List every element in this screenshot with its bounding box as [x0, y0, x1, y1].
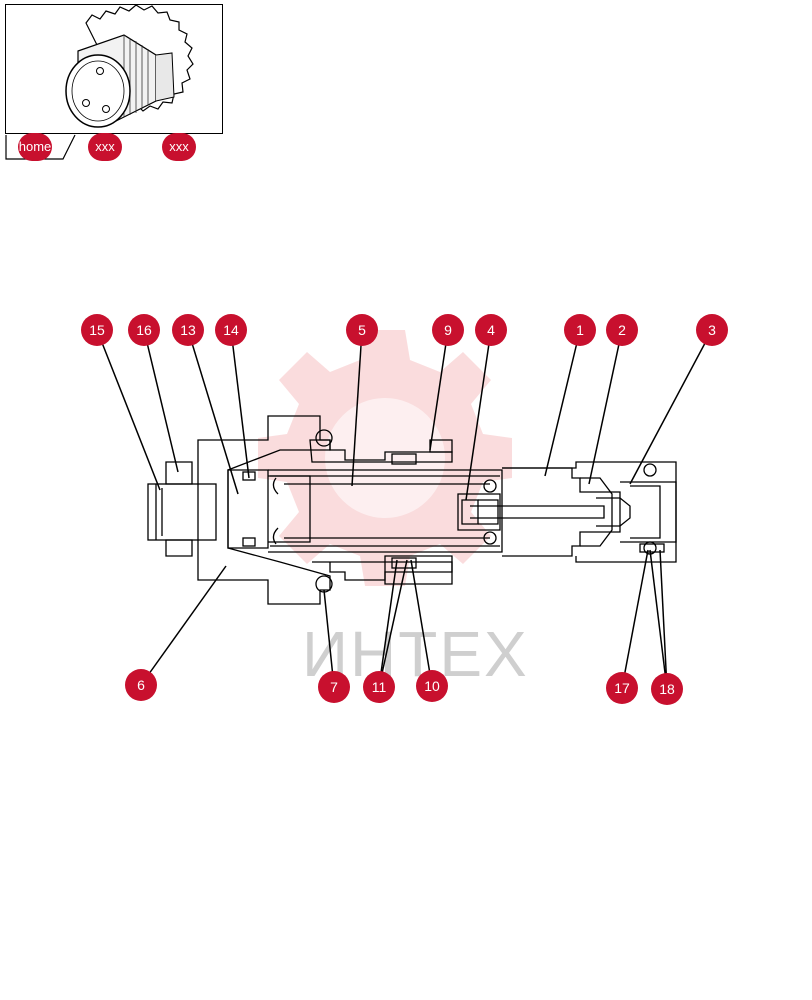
callout-17-label: 17: [614, 680, 630, 696]
callout-13-label: 13: [180, 322, 196, 338]
home-button[interactable]: home: [18, 133, 52, 161]
callout-7[interactable]: 7: [318, 671, 350, 703]
callout-6-label: 6: [137, 677, 145, 693]
callout-18-label: 18: [659, 681, 675, 697]
leader-lines: [96, 329, 713, 690]
callout-2-label: 2: [618, 322, 626, 338]
travel-motor-icon: [65, 5, 194, 128]
callout-1-label: 1: [576, 322, 584, 338]
callout-14[interactable]: 14: [215, 314, 247, 346]
callout-18[interactable]: 18: [651, 673, 683, 705]
callout-11[interactable]: 11: [363, 671, 395, 703]
callout-16-label: 16: [136, 322, 152, 338]
callout-4-label: 4: [487, 322, 495, 338]
assembly-thumbnail[interactable]: [5, 4, 223, 134]
callout-1[interactable]: 1: [564, 314, 596, 346]
callout-10-label: 10: [424, 678, 440, 694]
callout-3-label: 3: [708, 322, 716, 338]
callout-14-label: 14: [223, 322, 239, 338]
callout-7-label: 7: [330, 679, 338, 695]
callout-9-label: 9: [444, 322, 452, 338]
valve-assembly-outline: [147, 415, 677, 605]
callout-17[interactable]: 17: [606, 672, 638, 704]
callout-5[interactable]: 5: [346, 314, 378, 346]
callout-4[interactable]: 4: [475, 314, 507, 346]
callout-2[interactable]: 2: [606, 314, 638, 346]
callout-3[interactable]: 3: [696, 314, 728, 346]
callout-5-label: 5: [358, 322, 366, 338]
callout-6[interactable]: 6: [125, 669, 157, 701]
callout-9[interactable]: 9: [432, 314, 464, 346]
callout-15-label: 15: [89, 322, 105, 338]
callout-11-label: 11: [372, 679, 387, 695]
callout-13[interactable]: 13: [172, 314, 204, 346]
breadcrumb-xxx-2-button[interactable]: xxx: [162, 133, 196, 161]
callout-15[interactable]: 15: [81, 314, 113, 346]
callout-16[interactable]: 16: [128, 314, 160, 346]
callout-10[interactable]: 10: [416, 670, 448, 702]
breadcrumb-xxx-1-button[interactable]: xxx: [88, 133, 122, 161]
